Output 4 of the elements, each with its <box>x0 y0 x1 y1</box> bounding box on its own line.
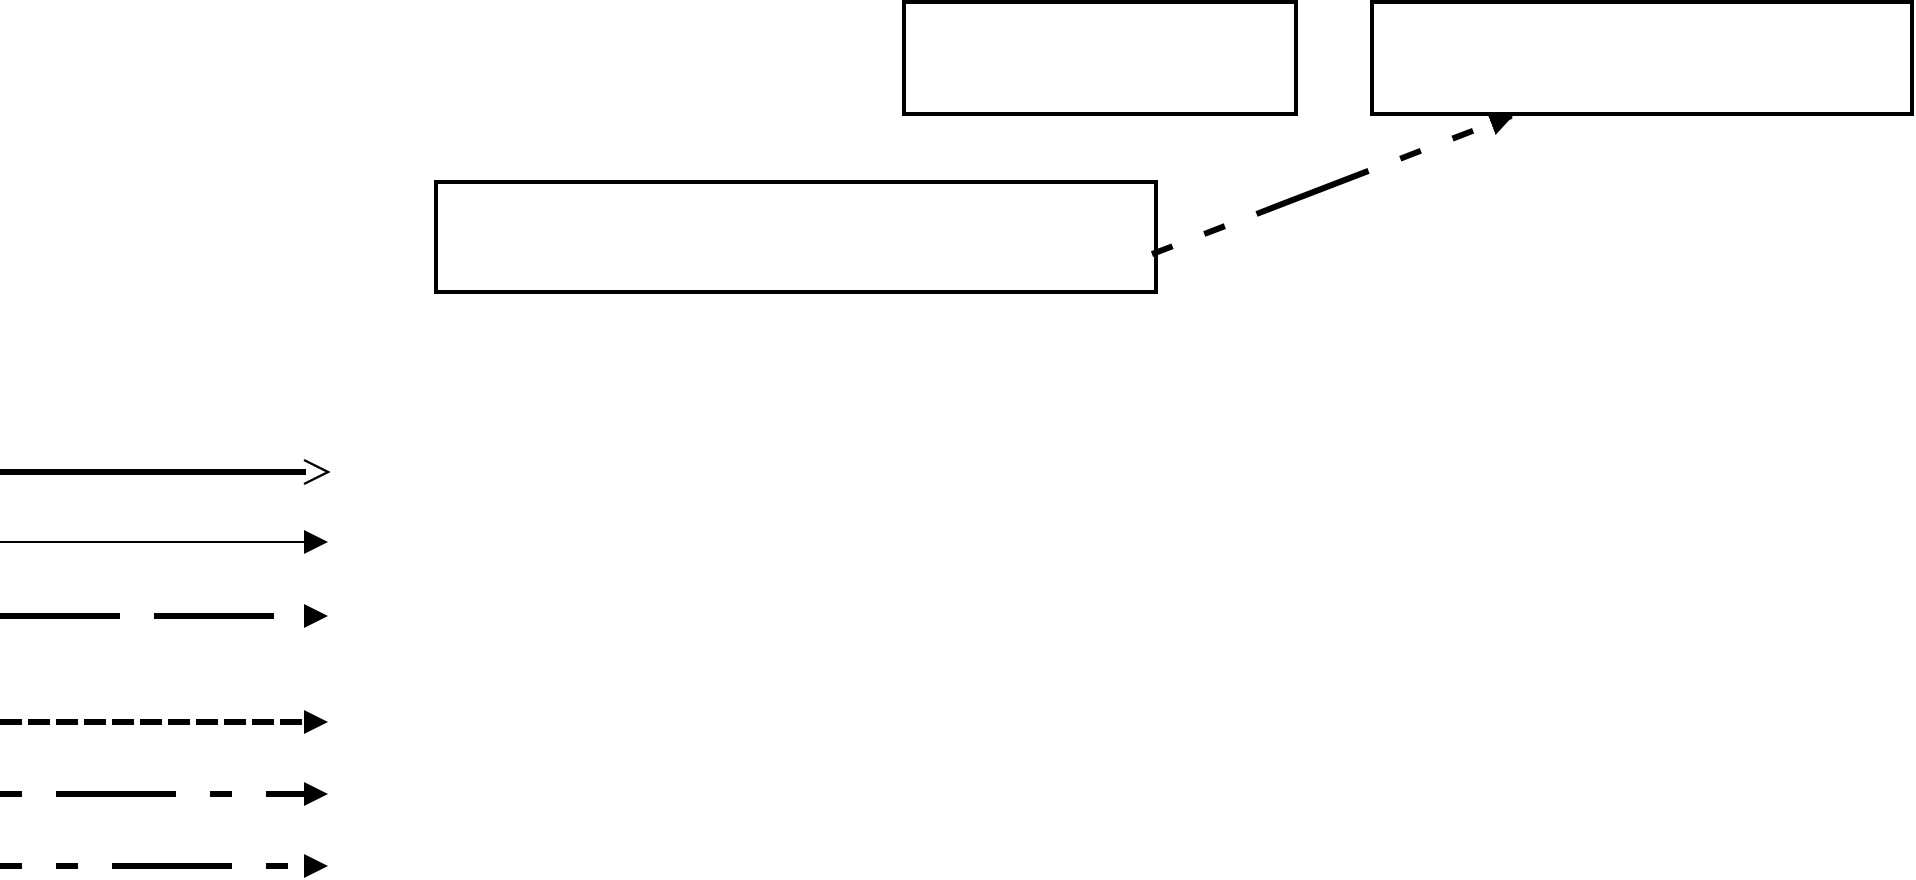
empty-box <box>1370 0 1914 116</box>
empty-box <box>434 180 1158 294</box>
empty-box <box>902 0 1298 116</box>
arrow <box>1150 112 1514 257</box>
